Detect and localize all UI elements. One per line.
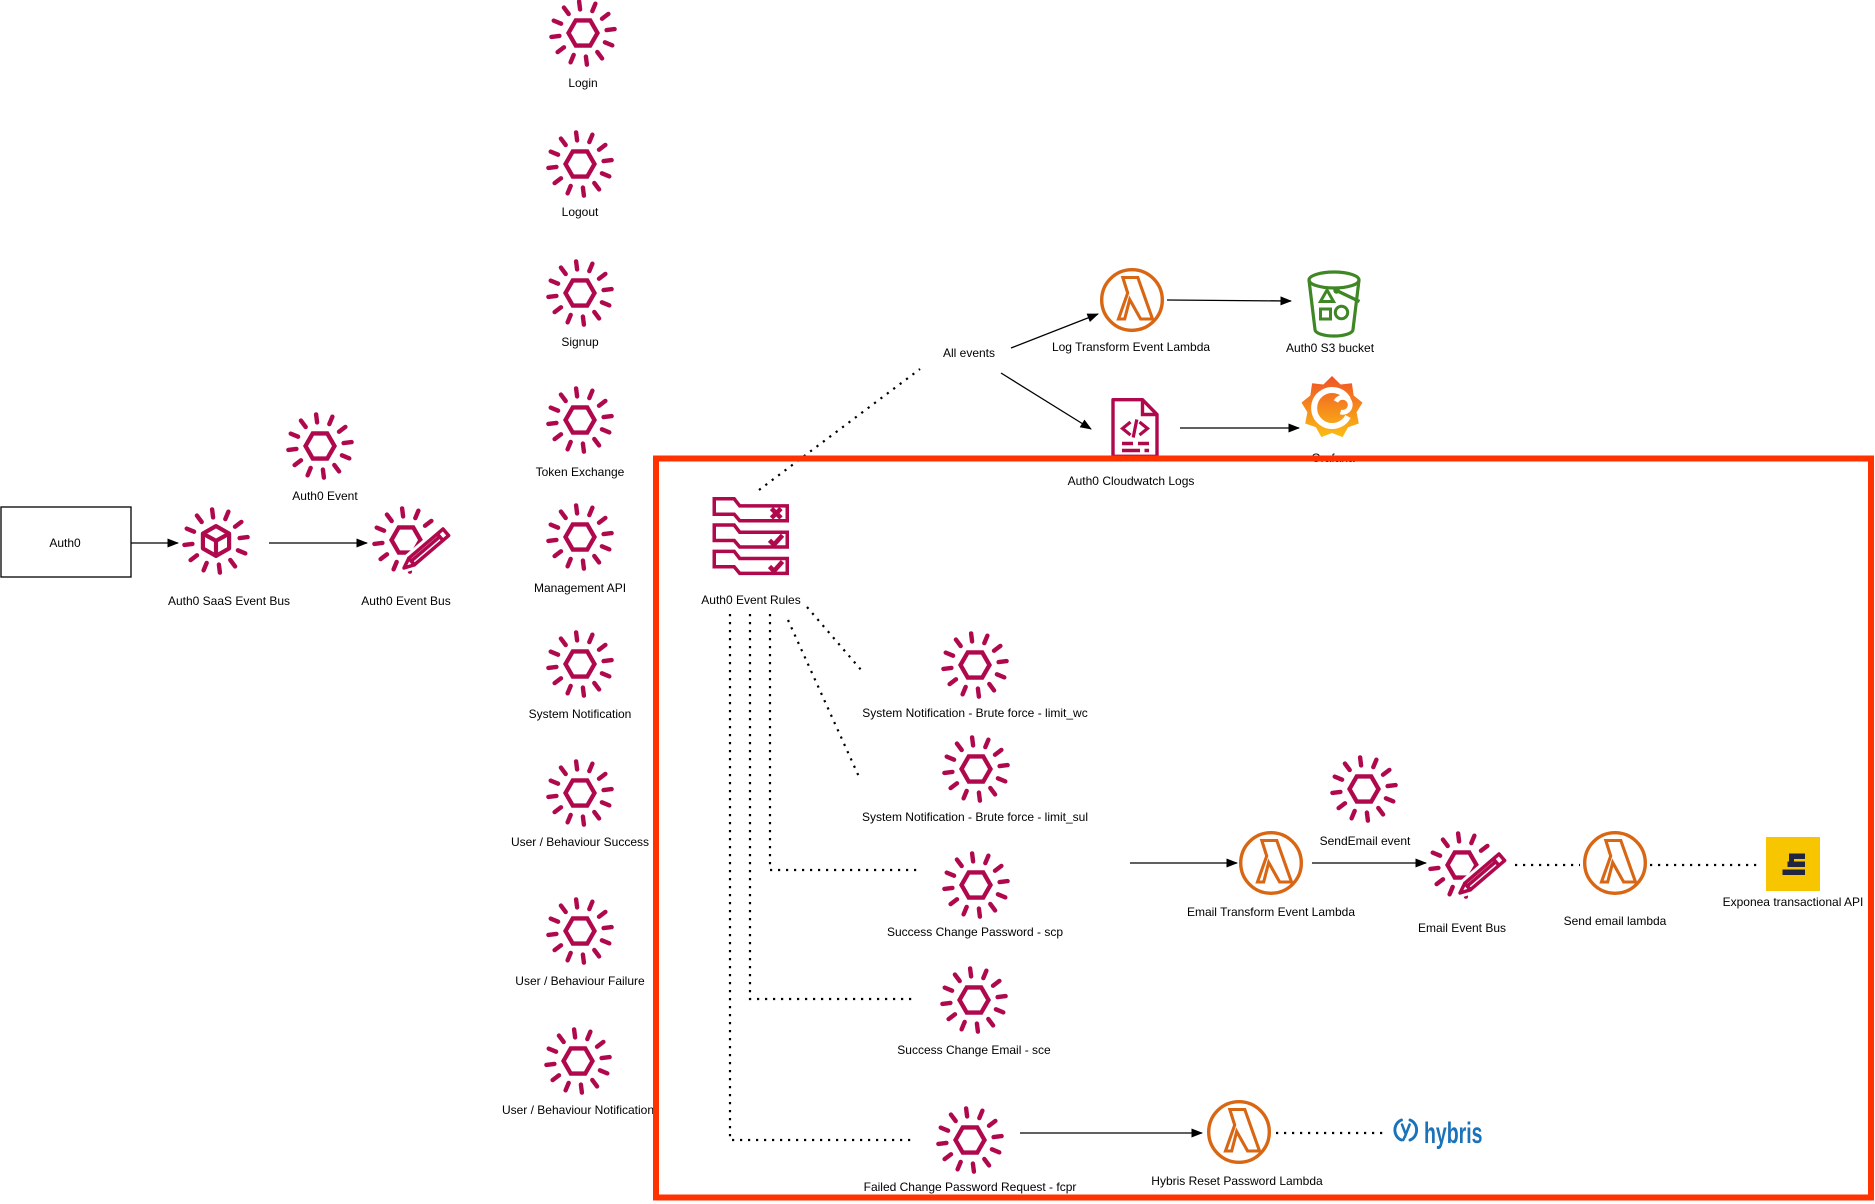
svg-text:Success Change Email - sce: Success Change Email - sce	[897, 1043, 1051, 1057]
svg-text:Send email lambda: Send email lambda	[1564, 914, 1667, 928]
svg-text:Auth0 Cloudwatch Logs: Auth0 Cloudwatch Logs	[1068, 474, 1195, 488]
svg-text:Auth0: Auth0	[49, 536, 81, 550]
svg-text:Auth0 Event Rules: Auth0 Event Rules	[701, 593, 800, 607]
svg-text:User / Behaviour Notification: User / Behaviour Notification	[502, 1103, 654, 1117]
svg-text:System Notification - Brute fo: System Notification - Brute force - limi…	[862, 810, 1088, 824]
svg-text:Failed Change Password Request: Failed Change Password Request - fcpr	[864, 1180, 1077, 1194]
svg-text:All events: All events	[943, 346, 995, 360]
svg-text:SendEmail event: SendEmail event	[1320, 834, 1411, 848]
svg-text:Exponea transactional API: Exponea transactional API	[1723, 895, 1864, 909]
svg-text:Hybris Reset Password Lambda: Hybris Reset Password Lambda	[1151, 1174, 1323, 1188]
svg-text:Log Transform Event Lambda: Log Transform Event Lambda	[1052, 340, 1210, 354]
svg-text:Auth0 Event Bus: Auth0 Event Bus	[361, 594, 450, 608]
svg-text:Auth0 Event: Auth0 Event	[292, 489, 358, 503]
svg-text:Success Change Password - scp: Success Change Password - scp	[887, 925, 1063, 939]
svg-text:Logout: Logout	[562, 205, 599, 219]
svg-text:Login: Login	[568, 76, 597, 90]
svg-text:Signup: Signup	[561, 335, 599, 349]
svg-text:hybris: hybris	[1424, 1117, 1483, 1150]
svg-text:Email Event Bus: Email Event Bus	[1418, 921, 1506, 935]
svg-text:Token Exchange: Token Exchange	[536, 465, 625, 479]
svg-text:System Notification - Brute fo: System Notification - Brute force - limi…	[862, 706, 1087, 720]
svg-text:Auth0 SaaS Event Bus: Auth0 SaaS Event Bus	[168, 594, 290, 608]
svg-text:Auth0 S3 bucket: Auth0 S3 bucket	[1286, 341, 1375, 355]
svg-text:System Notification: System Notification	[529, 707, 632, 721]
svg-text:User / Behaviour Success: User / Behaviour Success	[511, 835, 649, 849]
svg-text:Email Transform Event Lambda: Email Transform Event Lambda	[1187, 905, 1355, 919]
svg-text:User / Behaviour Failure: User / Behaviour Failure	[515, 974, 645, 988]
svg-text:Management API: Management API	[534, 581, 626, 595]
